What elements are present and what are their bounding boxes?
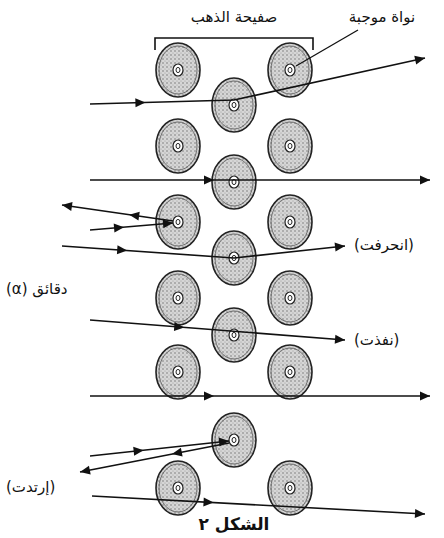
gold-atom bbox=[156, 119, 200, 173]
alpha-track bbox=[80, 443, 229, 475]
arrowhead bbox=[335, 335, 345, 344]
arrowhead bbox=[414, 56, 425, 65]
arrowhead bbox=[204, 176, 214, 185]
gold-atom bbox=[268, 345, 312, 399]
arrowhead bbox=[203, 498, 213, 507]
gold-atom bbox=[268, 43, 312, 97]
alpha-label: دقائق (α) bbox=[4, 280, 69, 299]
arrowhead bbox=[174, 322, 184, 331]
nucleus bbox=[285, 140, 295, 152]
alpha-track bbox=[62, 202, 173, 221]
arrowhead bbox=[114, 223, 124, 232]
deflected-label: (انحرفت) bbox=[352, 236, 416, 255]
nucleus bbox=[285, 292, 295, 304]
rebound-label: (إرتدت) bbox=[4, 478, 57, 497]
alpha-paths bbox=[62, 56, 430, 518]
nucleus bbox=[173, 64, 183, 76]
alpha-track bbox=[90, 392, 430, 401]
gold-atom bbox=[268, 119, 312, 173]
figure-caption: الشكل ٢ bbox=[197, 514, 272, 535]
arrowhead bbox=[420, 392, 430, 401]
arrowhead bbox=[335, 243, 345, 252]
gold-atom bbox=[156, 43, 200, 97]
arrowhead bbox=[420, 176, 430, 185]
alpha-track bbox=[90, 320, 345, 344]
gold-atom bbox=[268, 271, 312, 325]
leader-line bbox=[296, 30, 358, 66]
foil-label: صفيحة الذهب bbox=[189, 8, 280, 27]
gold-atoms bbox=[156, 43, 312, 515]
nucleus bbox=[173, 292, 183, 304]
nucleus bbox=[173, 366, 183, 378]
nucleus bbox=[173, 140, 183, 152]
alpha-track bbox=[90, 56, 425, 107]
arrowhead bbox=[62, 202, 73, 211]
arrowhead bbox=[117, 245, 127, 254]
nucleus bbox=[173, 482, 183, 494]
alpha-track bbox=[90, 176, 430, 185]
passed-label: (نفذت) bbox=[352, 331, 401, 350]
gold-atom bbox=[212, 78, 256, 132]
gold-atom bbox=[268, 195, 312, 249]
nucleus bbox=[285, 64, 295, 76]
arrowhead bbox=[80, 466, 91, 475]
arrowhead bbox=[129, 212, 140, 221]
arrowhead bbox=[135, 98, 145, 107]
nucleus bbox=[285, 366, 295, 378]
nucleus bbox=[285, 482, 295, 494]
alpha-track bbox=[62, 243, 345, 258]
gold-atom bbox=[212, 308, 256, 362]
arrowhead bbox=[204, 392, 214, 401]
gold-atom bbox=[156, 195, 200, 249]
gold-atom bbox=[156, 345, 200, 399]
gold-atom bbox=[212, 155, 256, 209]
nucleus bbox=[173, 216, 183, 228]
gold-atom bbox=[212, 413, 256, 467]
arrowhead bbox=[415, 509, 425, 518]
arrowhead bbox=[172, 448, 183, 457]
nucleus bbox=[285, 216, 295, 228]
nucleus bbox=[229, 176, 239, 188]
arrowhead bbox=[133, 447, 143, 456]
gold-atom bbox=[156, 271, 200, 325]
nucleus-label: نواة موجبة bbox=[347, 8, 417, 27]
alpha-track bbox=[90, 219, 173, 232]
gold-atom bbox=[156, 461, 200, 515]
nucleus bbox=[229, 434, 239, 446]
